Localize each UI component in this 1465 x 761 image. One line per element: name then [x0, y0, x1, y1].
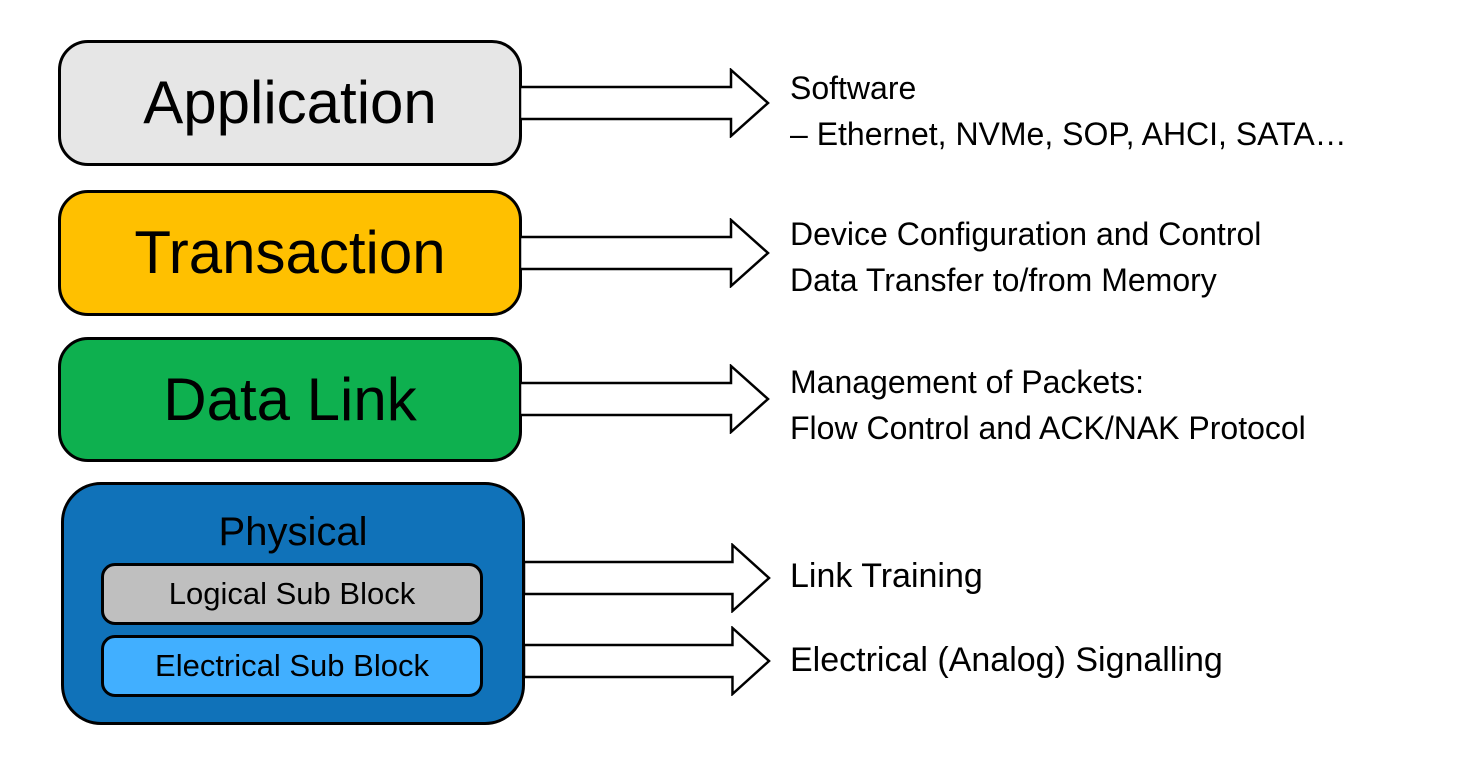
annotation-line: – Ethernet, NVMe, SOP, AHCI, SATA…: [790, 116, 1347, 152]
layer-box-data-link: Data Link: [58, 337, 522, 462]
annotation-line: Management of Packets:: [790, 364, 1144, 400]
annotation-line: Electrical (Analog) Signalling: [790, 641, 1223, 679]
annotation-line: Flow Control and ACK/NAK Protocol: [790, 410, 1306, 446]
annotation-line: Device Configuration and Control: [790, 216, 1262, 252]
annotation-line: Link Training: [790, 557, 983, 595]
annotation-application: Software – Ethernet, NVMe, SOP, AHCI, SA…: [790, 65, 1347, 157]
sub-block-logical: Logical Sub Block: [101, 563, 483, 625]
annotation-line: Data Transfer to/from Memory: [790, 262, 1217, 298]
layer-box-transaction: Transaction: [58, 190, 522, 316]
annotation-link-training: Link Training: [790, 553, 983, 599]
right-arrow-icon-application: [520, 68, 770, 138]
sub-block-label-logical: Logical Sub Block: [168, 576, 416, 611]
annotation-transaction: Device Configuration and Control Data Tr…: [790, 211, 1261, 303]
right-arrow-icon-logical-sub-block: [524, 543, 771, 613]
sub-block-label-electrical: Electrical Sub Block: [155, 648, 429, 683]
right-arrow-icon-data-link: [520, 364, 770, 434]
layer-box-physical: Physical Logical Sub Block Electrical Su…: [61, 482, 525, 725]
layer-label-transaction: Transaction: [134, 219, 446, 286]
layer-box-application: Application: [58, 40, 522, 166]
sub-block-electrical: Electrical Sub Block: [101, 635, 483, 697]
annotation-data-link: Management of Packets: Flow Control and …: [790, 359, 1306, 451]
annotation-line: Software: [790, 70, 917, 106]
annotation-electrical-signalling: Electrical (Analog) Signalling: [790, 637, 1223, 683]
right-arrow-icon-transaction: [520, 218, 770, 288]
layer-label-application: Application: [143, 69, 437, 136]
layer-label-data-link: Data Link: [163, 365, 417, 433]
layer-label-physical: Physical: [218, 510, 368, 554]
right-arrow-icon-electrical-sub-block: [524, 626, 771, 696]
